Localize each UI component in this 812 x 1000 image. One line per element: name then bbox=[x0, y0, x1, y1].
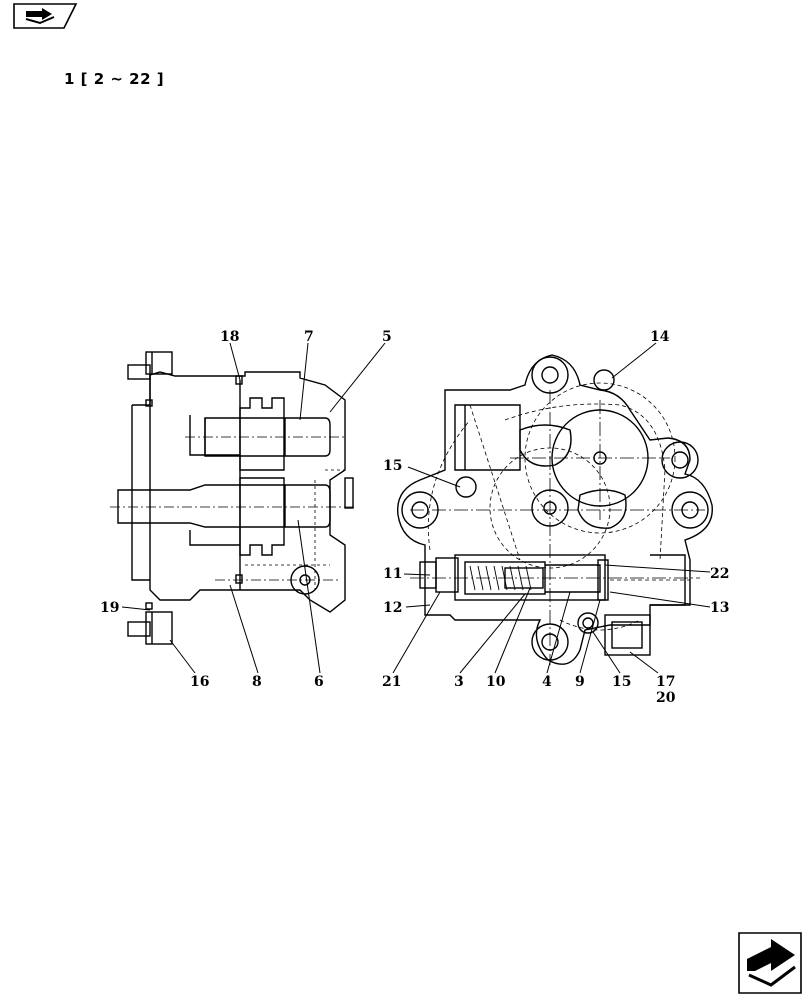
callout-20: 20 bbox=[656, 690, 676, 706]
callout-16: 16 bbox=[190, 674, 209, 690]
callout-8: 8 bbox=[252, 674, 262, 690]
callout-3: 3 bbox=[454, 674, 464, 690]
callout-22: 22 bbox=[710, 566, 729, 582]
callout-13: 13 bbox=[710, 600, 729, 616]
callout-18: 18 bbox=[220, 329, 239, 345]
callout-14: 14 bbox=[650, 329, 670, 345]
header-nav-tab[interactable] bbox=[12, 2, 78, 30]
side-view bbox=[117, 351, 354, 645]
next-page-arrow-icon bbox=[738, 932, 802, 994]
callout-15-lower: 15 bbox=[612, 674, 631, 690]
next-page-button[interactable] bbox=[737, 931, 803, 995]
callout-9: 9 bbox=[575, 674, 585, 690]
callout-5: 5 bbox=[382, 329, 392, 345]
callout-4: 4 bbox=[542, 674, 552, 690]
section-title: 1 [ 2 ~ 22 ] bbox=[64, 70, 165, 88]
callout-12: 12 bbox=[383, 600, 402, 616]
callout-7: 7 bbox=[304, 329, 314, 345]
callout-10: 10 bbox=[486, 674, 506, 690]
book-arrow-icon bbox=[13, 3, 78, 29]
callout-6: 6 bbox=[314, 674, 324, 690]
callout-21: 21 bbox=[382, 674, 401, 690]
callout-19: 19 bbox=[100, 600, 119, 616]
callout-17: 17 bbox=[656, 674, 675, 690]
callout-11: 11 bbox=[383, 566, 402, 582]
callout-15-upper: 15 bbox=[383, 458, 402, 474]
